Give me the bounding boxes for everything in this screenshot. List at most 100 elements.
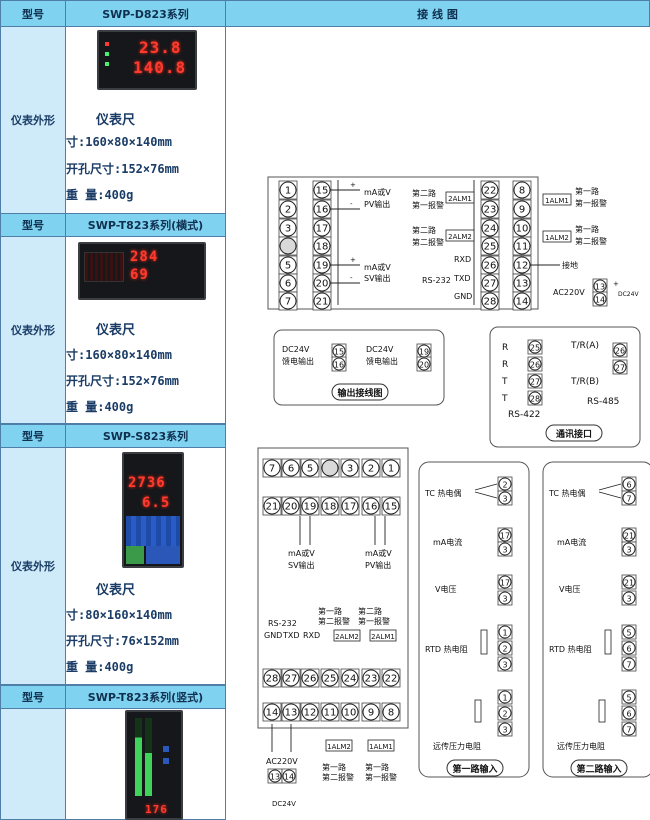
- terminal-screw: [622, 575, 636, 589]
- terminal-screw: [481, 274, 499, 292]
- wiring-label: mA或V: [364, 187, 391, 197]
- meter-photo-s823: 2736 6.5: [122, 452, 184, 568]
- terminal-number: 25: [324, 674, 337, 685]
- terminal-number: 1: [285, 186, 291, 197]
- wire: [598, 491, 622, 499]
- terminal-screw: [362, 703, 380, 721]
- terminal-screw: [513, 274, 531, 292]
- terminal-number: 3: [626, 546, 631, 555]
- terminal-number: 27: [615, 364, 625, 373]
- spec-size: 寸:80×160×140mm: [66, 608, 172, 622]
- terminal-screw: [382, 669, 400, 687]
- wiring-diagrams: 1235671516171819202122232425262728891011…: [257, 176, 650, 808]
- wiring-label: 第一报警: [365, 772, 397, 782]
- spec-size: 寸:160×80×140mm: [66, 348, 172, 362]
- terminal-number: 7: [285, 297, 291, 308]
- indicator-led: [105, 42, 109, 46]
- terminal-number: 16: [316, 205, 329, 216]
- indicator-led: [105, 52, 109, 56]
- terminal-screw: [513, 292, 531, 310]
- terminal-screw: [341, 497, 359, 515]
- wiring-label: GND: [264, 631, 282, 640]
- wiring-label: 远传压力电阻: [433, 741, 481, 751]
- wiring-label: T/R(B): [570, 377, 599, 387]
- terminal-number: 2: [368, 464, 374, 475]
- terminal-screw: [279, 256, 297, 274]
- wiring-label: 远传压力电阻: [557, 741, 605, 751]
- caption-pill: [331, 383, 389, 401]
- meter-readout-sv: 6.5: [142, 495, 171, 511]
- bargraph-display: [126, 516, 180, 546]
- terminal-number: 13: [270, 773, 280, 782]
- wiring-label: DC24V: [366, 345, 394, 354]
- wiring-label: RTD 热电阻: [549, 644, 592, 654]
- terminal-number: 12: [516, 261, 529, 272]
- terminal-screw: [282, 497, 300, 515]
- terminal-number: 21: [316, 297, 329, 308]
- terminal-number: 24: [484, 224, 497, 235]
- terminal-screw: [622, 657, 636, 671]
- alarm-relay-label: 2ALM1: [448, 195, 472, 203]
- terminal-number: 8: [388, 708, 394, 719]
- wiring-label: V电压: [435, 584, 456, 594]
- terminal-screw: [341, 459, 359, 477]
- terminal-number: 6: [626, 710, 631, 719]
- terminal-screw: [382, 703, 400, 721]
- terminal-number: 3: [502, 546, 507, 555]
- terminal-number: 6: [626, 481, 631, 490]
- wire: [474, 491, 498, 499]
- key-button: [163, 746, 169, 752]
- alarm-relay-tag: [542, 230, 572, 243]
- terminal-number: 7: [626, 661, 631, 670]
- terminal-screw: [417, 357, 431, 371]
- terminal-screw: [622, 625, 636, 639]
- terminal-number: 23: [365, 674, 378, 685]
- terminal-number: 2: [502, 710, 507, 719]
- indicator-led: [105, 62, 109, 66]
- wiring-label: 第一报警: [575, 198, 607, 208]
- terminal-screw: [498, 722, 512, 736]
- wiring-label: TXD: [282, 631, 300, 640]
- terminal-number: 18: [324, 502, 337, 513]
- terminal-number: 7: [626, 726, 631, 735]
- terminal-number: 15: [334, 348, 344, 357]
- terminal-screw: [513, 237, 531, 255]
- wiring-label: TC 热电偶: [424, 488, 462, 498]
- meter-photo-t823-vertical: 176: [125, 710, 183, 820]
- terminal-screw: [313, 292, 331, 310]
- appearance-label-4: [0, 708, 66, 820]
- terminal-screw: [513, 181, 531, 199]
- terminal-number: 5: [307, 464, 313, 475]
- terminal-number: 25: [484, 242, 497, 253]
- terminal-number: 17: [500, 532, 510, 541]
- terminal-number: 27: [484, 279, 497, 290]
- terminal-screw: [622, 542, 636, 556]
- wiring-label: 第一路: [575, 224, 599, 234]
- wiring-label: PV输出: [364, 199, 390, 209]
- terminal-screw: [279, 237, 297, 255]
- spec-size-title: 仪表尺: [96, 583, 136, 598]
- pressure-resistor: [474, 699, 482, 723]
- terminal-number: 28: [484, 297, 497, 308]
- terminal-screw: [498, 690, 512, 704]
- spec-size: 寸:160×80×140mm: [66, 135, 172, 149]
- terminal-screw: [481, 237, 499, 255]
- terminal-screw: [279, 274, 297, 292]
- terminal-number: 26: [530, 361, 540, 370]
- alarm-relay-tag: [445, 191, 475, 204]
- terminal-number: 25: [530, 344, 540, 353]
- wiring-label: V电压: [559, 584, 580, 594]
- wiring-label: 第一路: [322, 762, 346, 772]
- spec-cutout: 开孔尺寸:152×76mm: [66, 374, 180, 388]
- terminal-number: 21: [624, 532, 634, 541]
- model-header-label: 型号: [0, 0, 66, 27]
- terminal-number: 20: [419, 361, 429, 370]
- terminal-number: 14: [284, 773, 294, 782]
- terminal-screw: [279, 181, 297, 199]
- terminal-number: 2: [502, 481, 507, 490]
- terminal-number: 10: [344, 708, 357, 719]
- terminal-number: 26: [484, 261, 497, 272]
- alarm-relay-tag: [367, 739, 395, 752]
- terminal-screw: [321, 497, 339, 515]
